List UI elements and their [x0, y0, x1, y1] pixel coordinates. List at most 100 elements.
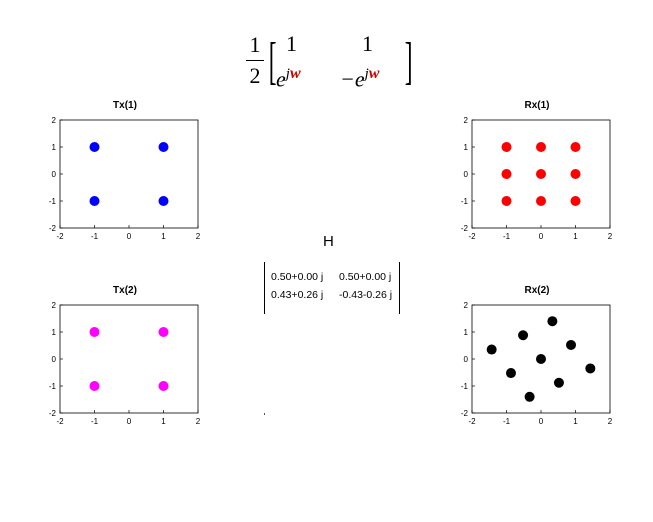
rx1-ytick-label: 0: [464, 170, 469, 179]
tx2-xtick-label: -1: [91, 417, 99, 426]
tx1-constellation-point: [158, 142, 169, 152]
m21-exp: j: [285, 66, 290, 82]
tx2-constellation-point: [89, 381, 100, 391]
scalar-fraction: 1 2: [246, 32, 264, 89]
fraction-bar: [246, 60, 264, 61]
matrix-cell-21: ejw: [276, 62, 301, 91]
m22-prefix: −e: [340, 66, 365, 92]
rx2-constellation-point: [585, 363, 596, 374]
tx1-xtick-label: 2: [196, 232, 201, 241]
tx2-xtick-label: 2: [196, 417, 201, 426]
rx2-constellation-point: [553, 377, 564, 388]
left-bracket: [: [268, 33, 277, 90]
matrix-cell-11: 1: [286, 31, 297, 56]
stray-mark: [264, 413, 265, 415]
tx2-constellation-point: [158, 327, 169, 337]
tx2-ytick-label: -2: [49, 409, 57, 418]
rx2-xtick-label: 1: [573, 417, 578, 426]
rx1-constellation-point: [501, 169, 512, 179]
h22-value: -0.43-0.26 j: [339, 289, 393, 301]
rx2-title: Rx(2): [524, 285, 550, 296]
scalar-denominator: 2: [249, 63, 261, 88]
rx1-xtick-label: -2: [468, 232, 476, 241]
tx1-ytick-label: -2: [49, 224, 57, 233]
tx2-title: Tx(2): [113, 285, 137, 296]
tx2-xtick-label: -2: [56, 417, 64, 426]
tx1-constellation-point: [158, 196, 169, 206]
rx1-ytick-label: -2: [461, 224, 469, 233]
matrix-cell-22: −ejw: [340, 62, 379, 91]
rx2-constellation-point: [536, 354, 546, 364]
rx2-constellation-point: [566, 339, 577, 350]
rx1-constellation-point: [501, 196, 512, 206]
tx2-ytick-label: 0: [52, 355, 57, 364]
tx2-ytick-label: 1: [52, 328, 57, 337]
scalar-numerator: 1: [249, 32, 261, 57]
rx1-constellation-point: [570, 196, 581, 206]
matrix-cell-12: 1: [362, 31, 373, 56]
h11-value: 0.50+0.00 j: [271, 271, 324, 283]
rx1-constellation-point: [536, 196, 546, 206]
rx2-xtick-label: 0: [539, 417, 544, 426]
h21-value: 0.43+0.26 j: [271, 289, 324, 301]
tx2-constellation-point: [89, 327, 100, 337]
tx1-ytick-label: 0: [52, 170, 57, 179]
tx1-constellation-point: [89, 196, 100, 206]
tx2-constellation-point: [158, 381, 169, 391]
rx2-ytick-label: -1: [461, 382, 469, 391]
rx2-constellation-point: [547, 316, 558, 327]
rx2-constellation-point: [524, 391, 535, 402]
tx1-constellation-point: [89, 142, 100, 152]
tx2-ytick-label: -1: [49, 382, 57, 391]
tx1-title: Tx(1): [113, 100, 137, 111]
rx2-xtick-label: -1: [503, 417, 511, 426]
m22-exp: j: [364, 66, 369, 82]
rx2-ytick-label: -2: [461, 409, 469, 418]
rx1-constellation-point: [570, 169, 581, 179]
h12-value: 0.50+0.00 j: [339, 271, 392, 283]
rx2-scatter-plot: -2 -1 0 1 2 -2 -1 0 1 2: [461, 301, 613, 426]
rx1-xtick-label: 0: [539, 232, 544, 241]
m21-base: e: [276, 66, 286, 92]
rx2-constellation-point: [505, 368, 516, 379]
tx1-scatter-plot: -2 -1 0 1 2 -2 -1 0 1 2: [49, 116, 201, 241]
tx2-axes-frame: [59, 304, 199, 414]
rx1-title: Rx(1): [524, 100, 550, 111]
tx1-axes-frame: [59, 119, 199, 229]
rx1-scatter-plot: -2 -1 0 1 2 -2 -1 0 1 2: [461, 116, 613, 241]
rx2-xtick-label: 2: [608, 417, 613, 426]
tx1-xtick-label: -1: [91, 232, 99, 241]
rx2-constellation-point: [518, 330, 529, 341]
channel-matrix: 0.50+0.00 j 0.50+0.00 j 0.43+0.26 j -0.4…: [264, 262, 400, 314]
rx1-xtick-label: 2: [608, 232, 613, 241]
rx1-ytick-label: 2: [464, 116, 469, 125]
rx1-xtick-label: 1: [573, 232, 578, 241]
tx1-xtick-label: 1: [161, 232, 166, 241]
rx2-ytick-label: 1: [464, 328, 469, 337]
right-bracket: ]: [404, 33, 413, 90]
tx2-ytick-label: 2: [52, 301, 57, 310]
m22-var: w: [368, 65, 380, 82]
rx1-ytick-label: -1: [461, 197, 469, 206]
tx1-ytick-label: 1: [52, 143, 57, 152]
tx1-xtick-label: -2: [56, 232, 64, 241]
rx1-constellation-point: [536, 169, 546, 179]
tx2-xtick-label: 1: [161, 417, 166, 426]
rx1-constellation-point: [536, 142, 546, 152]
channel-label: H: [323, 233, 334, 250]
tx1-ytick-label: -1: [49, 197, 57, 206]
tx1-ytick-label: 2: [52, 116, 57, 125]
rx2-ytick-label: 2: [464, 301, 469, 310]
rx1-constellation-point: [570, 142, 581, 152]
rx1-ytick-label: 1: [464, 143, 469, 152]
rx2-constellation-point: [486, 344, 497, 355]
tx2-xtick-label: 0: [127, 417, 132, 426]
rx2-ytick-label: 0: [464, 355, 469, 364]
m21-var: w: [289, 65, 301, 82]
rx1-constellation-point: [501, 142, 512, 152]
tx2-scatter-plot: -2 -1 0 1 2 -2 -1 0 1 2: [49, 301, 201, 426]
rx2-xtick-label: -2: [468, 417, 476, 426]
tx1-xtick-label: 0: [127, 232, 132, 241]
precoding-formula: 1 2 [ 1 1 ejw −ejw ]: [240, 28, 430, 98]
rx1-xtick-label: -1: [503, 232, 511, 241]
